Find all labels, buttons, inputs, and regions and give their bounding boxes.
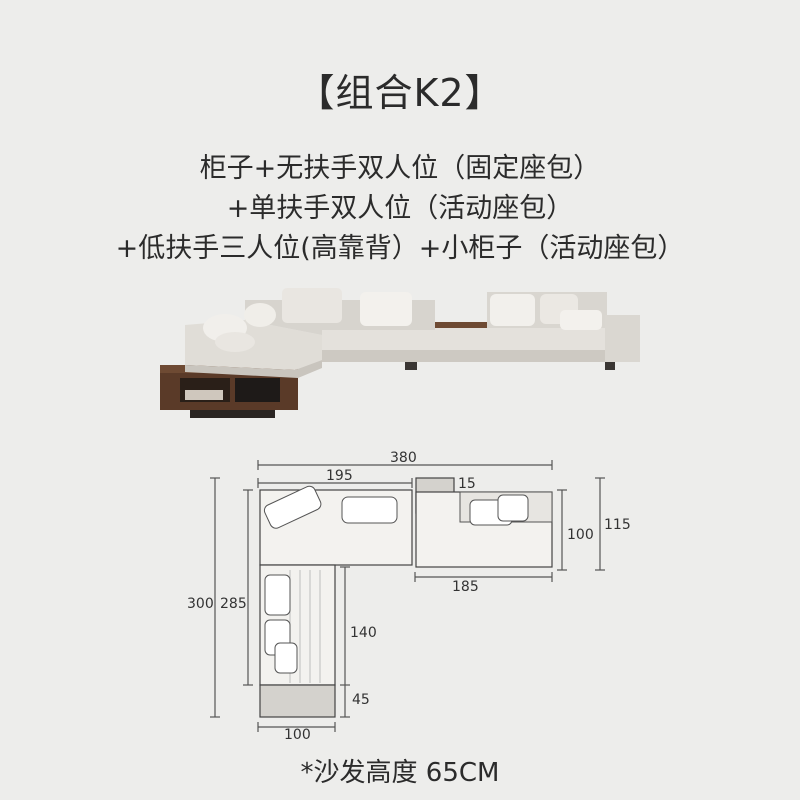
dim-right-section-width: 185 [452, 579, 479, 595]
description-line-2: +单扶手双人位（活动座包） [226, 193, 574, 224]
dim-cabinet-length: 45 [352, 692, 370, 708]
dim-chaise-length: 140 [350, 625, 377, 641]
dim-total-width: 380 [390, 450, 417, 466]
dim-total-length: 300 [187, 596, 214, 612]
description-line-3: +低扶手三人位(高靠背）+小柜子（活动座包） [115, 233, 685, 264]
sofa-photo [160, 288, 640, 418]
description-line-1: 柜子+无扶手双人位（固定座包） [199, 153, 601, 184]
sofa-height-note: *沙发高度 65CM [300, 758, 500, 788]
floor-plan-diagram [210, 460, 605, 732]
page-title: 【组合K2】 [296, 71, 504, 115]
dim-inner-length: 285 [220, 596, 247, 612]
dim-right-depth: 100 [567, 527, 594, 543]
dim-right-outer-depth: 115 [604, 517, 631, 533]
dim-chaise-width: 100 [284, 727, 311, 743]
dim-left-section-width: 195 [326, 468, 353, 484]
dim-cabinet-width: 15 [458, 476, 476, 492]
